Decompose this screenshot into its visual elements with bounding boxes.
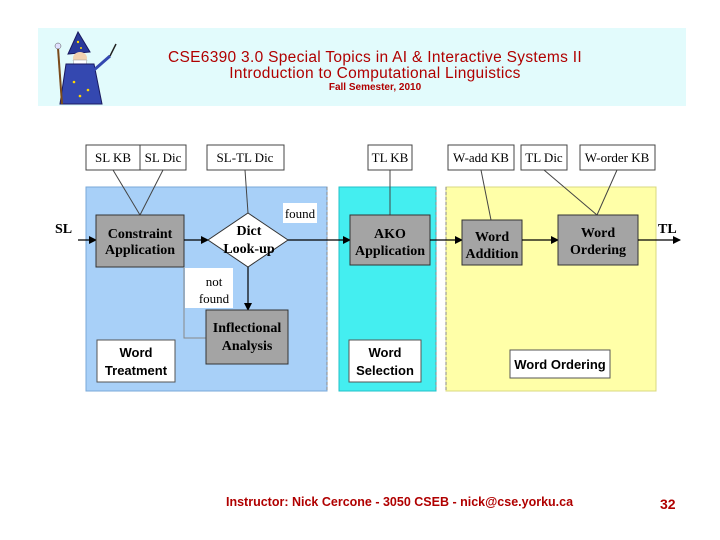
constraint-label-1: Constraint (108, 227, 173, 242)
inflectional-label-2: Analysis (222, 339, 273, 354)
wizard-logo-icon (54, 30, 117, 105)
word-addition-label-2: Addition (466, 247, 519, 262)
not-found-label-2: found (199, 291, 230, 306)
word-ordering-module-label: Word Ordering (514, 357, 606, 372)
header-banner (38, 28, 686, 106)
kb-box-sl-kb (85, 144, 141, 171)
word-ordering-box (557, 214, 639, 266)
word-ordering-label-box (509, 349, 611, 379)
kb-box-sl-tl-dic (206, 144, 285, 171)
kb-label-sl-dic: SL Dic (145, 150, 182, 165)
semester-label: Fall Semester, 2010 (328, 82, 422, 93)
ako-application-box (349, 214, 431, 266)
constraint-label-2: Application (105, 243, 175, 258)
kb-label-sl-kb: SL KB (95, 150, 131, 165)
kb-connector-lines (112, 169, 618, 221)
kb-label-tl-kb: TL KB (372, 150, 409, 165)
not-found-label-1: not (206, 274, 223, 289)
kb-box-tl-dic (520, 144, 568, 171)
course-title: CSE6390 3.0 Special Topics in AI & Inter… (168, 49, 582, 66)
ako-label-1: AKO (374, 227, 406, 242)
kb-box-w-order-kb (579, 144, 656, 171)
word-treatment-label-box (96, 339, 176, 383)
constraint-application-box (95, 214, 185, 268)
word-treatment-label-2: Treatment (105, 363, 168, 378)
not-found-label-bg (185, 268, 233, 308)
instructor-footer: Instructor: Nick Cercone - 3050 CSEB - n… (226, 495, 574, 509)
found-label-bg (283, 203, 317, 223)
kb-label-w-order-kb: W-order KB (585, 150, 650, 165)
word-treatment-label-1: Word (120, 345, 153, 360)
found-label: found (285, 206, 316, 221)
feedback-loop-line (183, 267, 206, 339)
word-selection-label-1: Word (369, 345, 402, 360)
kb-box-tl-kb (367, 144, 413, 171)
kb-label-tl-dic: TL Dic (525, 150, 563, 165)
course-subtitle: Introduction to Computational Linguistic… (229, 65, 521, 82)
kb-box-w-add-kb (447, 144, 515, 171)
inflectional-label-1: Inflectional (213, 321, 282, 336)
input-label-sl: SL (55, 222, 72, 237)
word-addition-box (461, 219, 523, 266)
inflectional-analysis-box (205, 309, 289, 365)
kb-label-sl-tl-dic: SL-TL Dic (217, 150, 274, 165)
kb-label-w-add-kb: W-add KB (453, 150, 509, 165)
word-ordering-label-2: Ordering (570, 243, 626, 258)
word-addition-label-1: Word (475, 230, 509, 245)
word-selection-label-2: Selection (356, 363, 414, 378)
word-ordering-label-1: Word (581, 226, 615, 241)
output-label-tl: TL (658, 222, 677, 237)
dict-label-2: Look-up (223, 242, 275, 257)
dict-label-1: Dict (237, 224, 262, 239)
ako-label-2: Application (355, 244, 425, 259)
word-selection-label-box (348, 339, 422, 383)
page-number: 32 (660, 496, 676, 512)
